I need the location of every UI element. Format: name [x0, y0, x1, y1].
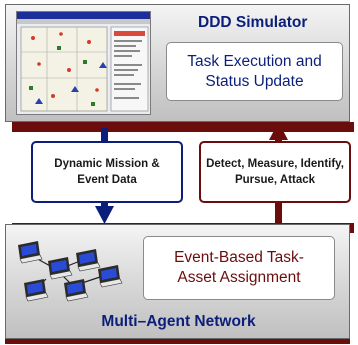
mission-data-label: Dynamic Mission & Event Data — [54, 158, 160, 186]
mission-data-box: Dynamic Mission & Event Data — [31, 141, 183, 203]
computer-6 — [98, 265, 123, 288]
multi-agent-network-panel: Event-Based Task-Asset Assignment Multi–… — [5, 224, 350, 339]
bottom-panel-foot — [5, 339, 350, 344]
top-panel-shadow — [12, 122, 354, 132]
actions-label: Detect, Measure, Identify, Pursue, Attac… — [206, 158, 344, 186]
task-asset-assignment-text: Event-Based Task-Asset Assignment — [174, 249, 304, 286]
computer-4 — [24, 279, 49, 302]
task-asset-assignment-box: Event-Based Task-Asset Assignment — [143, 236, 335, 300]
maroon-arrowhead — [269, 122, 288, 140]
network-title: Multi–Agent Network — [101, 313, 256, 330]
ddd-simulator-panel: DDD Simulator Task Execution and Status … — [5, 4, 350, 122]
task-execution-box: Task Execution and Status Update — [166, 42, 343, 101]
computer-3 — [76, 249, 101, 272]
actions-box: Detect, Measure, Identify, Pursue, Attac… — [199, 141, 351, 203]
computer-1 — [18, 241, 43, 264]
simulator-title: DDD Simulator — [198, 14, 308, 31]
simulator-screenshot — [16, 11, 151, 115]
blue-arrowhead — [95, 206, 114, 224]
simulator-screenshot-graphic — [17, 12, 150, 112]
computer-5 — [64, 279, 89, 302]
task-execution-text: Task Execution and Status Update — [187, 52, 322, 90]
computer-2 — [48, 257, 73, 280]
computer-network-icon — [18, 241, 123, 302]
